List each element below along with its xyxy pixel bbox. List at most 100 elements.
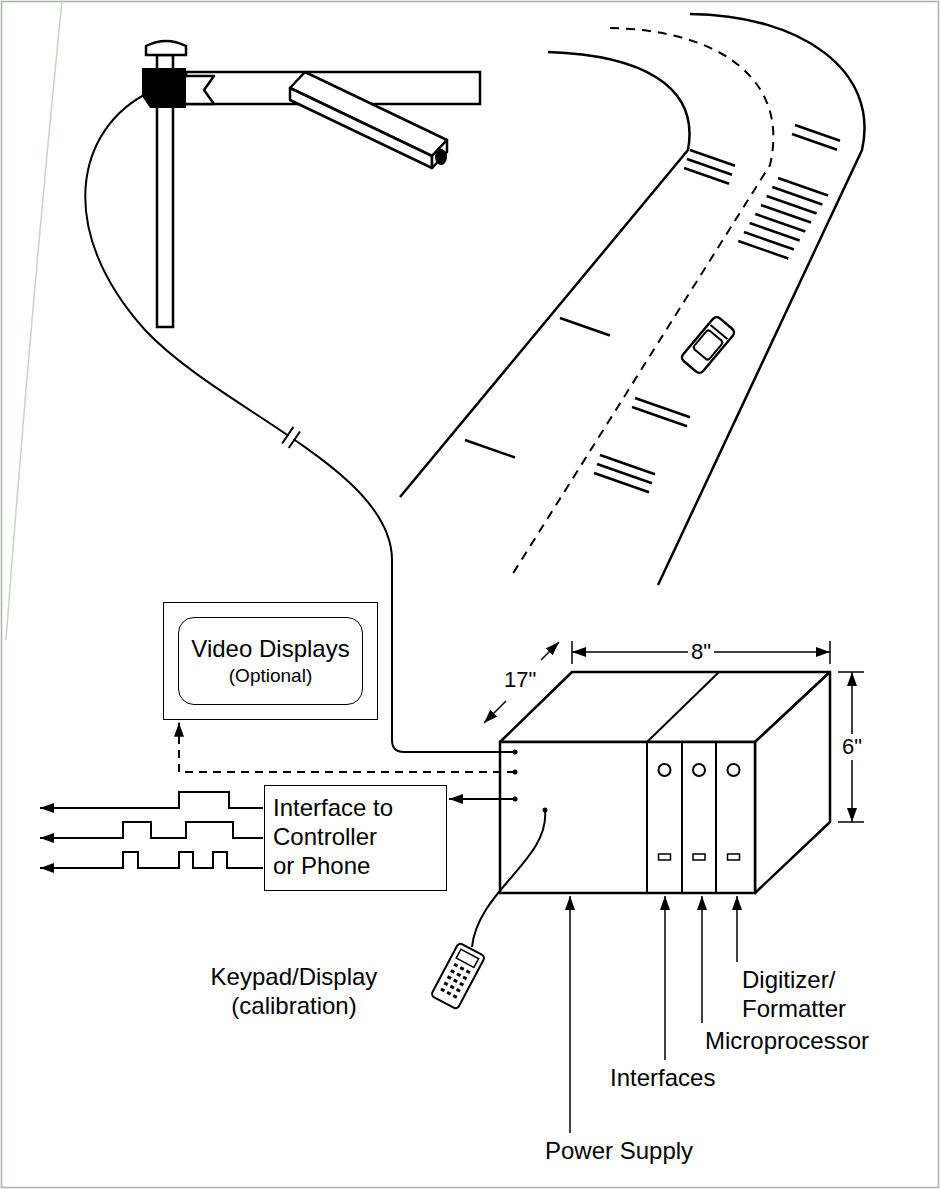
- output-signals: [40, 792, 263, 868]
- display-screen: Video Displays(Optional): [178, 617, 363, 705]
- card-knob: [728, 764, 740, 776]
- camera-cable: [85, 92, 515, 752]
- part-label: Power Supply: [545, 1137, 693, 1166]
- video-display-box: Video Displays(Optional): [163, 602, 378, 720]
- keypad-key: [450, 969, 455, 974]
- dimension-tick: [829, 641, 831, 664]
- break-mark: [282, 427, 293, 444]
- card-knob: [693, 764, 705, 776]
- keypad-key: [447, 975, 452, 980]
- keypad-keys: [440, 963, 470, 999]
- dimension-tick: [838, 671, 864, 673]
- keypad-case: [431, 942, 486, 1009]
- zone-stripe: [792, 134, 837, 150]
- connector-dot: [513, 750, 518, 755]
- break-gap: [289, 436, 294, 439]
- zone-stripe: [635, 398, 690, 417]
- keypad-key: [440, 988, 445, 993]
- interface-box: Interface to Controller or Phone: [264, 785, 447, 891]
- keypad-key: [453, 963, 458, 968]
- keypad-key: [456, 988, 461, 993]
- pulse-output: [40, 822, 263, 838]
- zone-stripe: [684, 168, 729, 184]
- part-label: Interfaces: [610, 1064, 715, 1093]
- camera-housing: [290, 72, 447, 156]
- keypad-device: [431, 942, 486, 1009]
- keypad-key: [456, 972, 461, 977]
- zone-stripe: [738, 241, 788, 259]
- keypad-key: [466, 970, 471, 975]
- card-knob: [659, 764, 671, 776]
- keypad-key: [459, 982, 464, 987]
- interface-feed-line: [449, 798, 515, 800]
- cable-break: [282, 427, 300, 448]
- keypad-screen: [456, 949, 478, 967]
- lane-divider: [512, 28, 773, 575]
- vehicle-body: [680, 315, 736, 375]
- pole-clamp: [142, 68, 186, 108]
- connector-dot: [513, 797, 518, 802]
- vehicle-roof: [693, 329, 724, 360]
- vehicle-hood: [711, 325, 728, 339]
- interface-label: Interface to Controller or Phone: [273, 794, 399, 880]
- card-handle: [659, 854, 671, 860]
- pole-cap: [146, 41, 186, 55]
- break-mark: [289, 431, 300, 448]
- keypad-key: [450, 985, 455, 990]
- zone-stripe: [465, 440, 515, 458]
- camera-lens: [435, 149, 447, 165]
- card-edge: [681, 742, 683, 893]
- unit-connectors: [513, 750, 548, 813]
- video-feed-line: [179, 723, 515, 772]
- zone-stripe: [560, 318, 610, 336]
- detection-zone-marks: [465, 125, 840, 492]
- part-label: Microprocessor: [705, 1027, 869, 1056]
- leader-arrow: [664, 896, 666, 1060]
- road-edge: [658, 14, 865, 585]
- part-label: Digitizer/ Formatter: [742, 966, 860, 1024]
- frame-swoosh: [6, 0, 62, 640]
- display-note: (Optional): [191, 664, 350, 688]
- dimension-label: 17": [501, 667, 539, 693]
- keypad-cable: [472, 810, 545, 947]
- keypad-key: [460, 966, 465, 971]
- leader-lines: [570, 896, 737, 1133]
- keypad-key: [453, 994, 458, 999]
- connector-dot: [513, 770, 518, 775]
- dimension-tick: [838, 821, 864, 823]
- card-edge: [715, 742, 717, 893]
- keypad-key: [453, 979, 458, 984]
- dimension-label: 8": [688, 639, 714, 665]
- road-edge: [400, 52, 690, 497]
- unit-divider: [647, 672, 719, 742]
- camera-housing: [290, 88, 432, 168]
- dimension-label: 6": [839, 734, 865, 760]
- vehicle: [680, 315, 736, 375]
- zone-stripe: [600, 455, 655, 474]
- unit-front: [500, 742, 755, 893]
- card-edge: [646, 742, 648, 893]
- display-title: Video Displays: [191, 634, 350, 664]
- zone-stripe: [594, 473, 649, 492]
- keypad-key: [462, 976, 467, 981]
- part-label: Keypad/Display (calibration): [188, 963, 400, 1021]
- zone-stripe: [632, 407, 687, 426]
- card-handle: [693, 854, 705, 860]
- leader-arrow: [569, 896, 571, 1133]
- pulse-output: [40, 792, 263, 808]
- connector-dot: [543, 808, 548, 813]
- dimension-line: [484, 701, 506, 723]
- keypad-key: [443, 981, 448, 986]
- zone-stripe: [597, 464, 652, 483]
- arm-bracket: [186, 76, 214, 104]
- card-handle: [728, 854, 740, 860]
- dimension-line: [541, 642, 559, 660]
- unit-side: [755, 672, 830, 893]
- dimension-tick: [571, 641, 573, 664]
- pulse-output: [40, 852, 263, 868]
- keypad-key: [446, 991, 451, 996]
- leader-arrow: [701, 896, 703, 1023]
